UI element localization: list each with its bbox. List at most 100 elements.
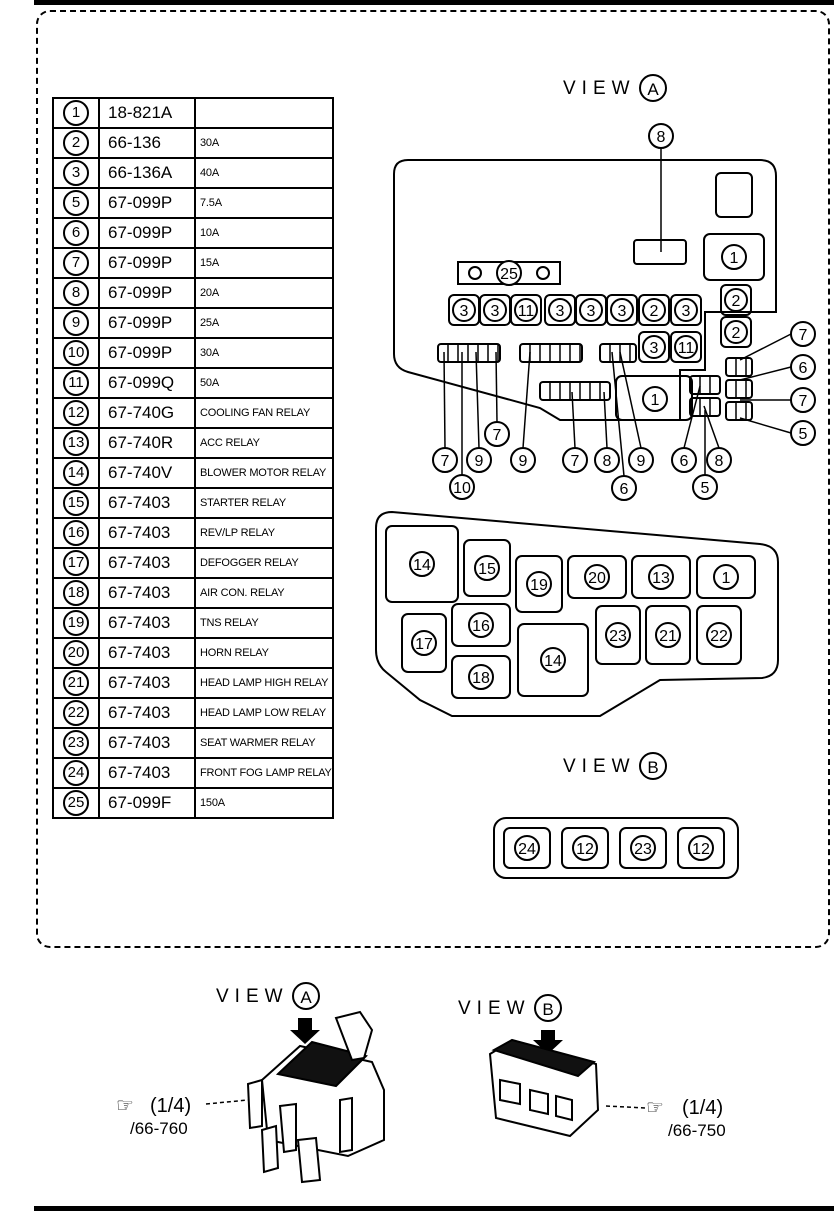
fuse-callout-number: 3 (650, 340, 659, 357)
item-number: 16 (63, 520, 89, 546)
view-b-letter-circle (639, 752, 667, 780)
relay-circle (605, 622, 631, 648)
fuse-callout: 3 (579, 298, 603, 322)
fuse-callout: 2 (724, 288, 748, 312)
relay: 14 (540, 647, 566, 673)
relay-slot (696, 605, 742, 665)
item-number: 21 (63, 670, 89, 696)
mini-fuse-callout-number: 6 (799, 360, 808, 377)
fuse-callout-number: 25 (500, 266, 518, 283)
part-description: 25A (194, 307, 334, 339)
part-number: 67-740G (98, 397, 196, 429)
relay-slot (631, 555, 691, 599)
part-number: 67-099P (98, 217, 196, 249)
fuse-callout-number: 3 (556, 303, 565, 320)
item-number-cell: 3 (52, 157, 100, 189)
item-number-cell: 12 (52, 397, 100, 429)
relay-slot (517, 623, 589, 697)
relay-slot (451, 655, 511, 699)
leader-line (619, 351, 642, 449)
part-number: 67-099F (98, 787, 196, 819)
part-number: 67-7403 (98, 667, 196, 699)
item-number-cell: 7 (52, 247, 100, 279)
relay-b-circle (514, 835, 540, 861)
item-number-cell: 13 (52, 427, 100, 459)
fuse-slot (606, 294, 638, 326)
pointer-hand-icon-b: ☞ (646, 1097, 664, 1119)
part-description: 15A (194, 247, 334, 279)
item-number-cell: 9 (52, 307, 100, 339)
view-a-label: VIEW (563, 78, 636, 99)
mini-fuse-callout-circle (790, 420, 816, 446)
fuse-slot (510, 294, 542, 326)
item-number: 8 (63, 280, 89, 306)
part-number: 67-7403 (98, 547, 196, 579)
relay-slot (401, 613, 447, 673)
view-a-relay-block (375, 510, 779, 717)
illustration-a-label: VIEW (216, 986, 289, 1007)
relay-circle (526, 571, 552, 597)
item-number: 1 (63, 100, 89, 126)
relay-number: 15 (478, 561, 496, 578)
item-number: 3 (63, 160, 89, 186)
fuse-callout-number: 11 (518, 303, 535, 320)
part-description: 150A (194, 787, 334, 819)
mini-fuse-callout-number: 7 (799, 327, 808, 344)
mini-fuse-callout: 7 (790, 321, 816, 347)
leader-line (443, 351, 446, 449)
part-number: 67-7403 (98, 697, 196, 729)
mini-fuse-callout-number: 8 (603, 453, 612, 470)
part-description (194, 97, 334, 129)
item-number-cell: 14 (52, 457, 100, 489)
relay-circle (655, 622, 681, 648)
fuse-callout-number: 3 (587, 303, 596, 320)
fuse-callout-number: 1 (730, 250, 739, 267)
part-number: 67-7403 (98, 517, 196, 549)
leader-line (495, 351, 498, 423)
mini-fuse-callout-number: 6 (620, 481, 629, 498)
item-number: 15 (63, 490, 89, 516)
fuse-callout-circle (724, 288, 748, 312)
fuse-callout: 3 (610, 298, 634, 322)
mini-fuse (519, 343, 583, 363)
part-number: 67-740V (98, 457, 196, 489)
item-number-cell: 19 (52, 607, 100, 639)
item-number-cell: 8 (52, 277, 100, 309)
relay-b-number: 24 (518, 841, 536, 858)
mini-fuse-callout-number: 9 (475, 453, 484, 470)
mini-fuse-callout-circle (790, 321, 816, 347)
fuse-callout-number: 2 (650, 303, 659, 320)
relay-slot (567, 555, 627, 599)
pointer-hand-icon-a: ☞ (116, 1095, 134, 1117)
relay: 19 (526, 571, 552, 597)
part-description: SEAT WARMER RELAY (194, 727, 334, 759)
illustration-a-ref-part: /66-760 (130, 1119, 188, 1138)
relay: 18 (468, 664, 494, 690)
mini-fuse-callout-circle (706, 447, 732, 473)
item-number: 11 (63, 370, 89, 396)
item-number: 24 (63, 760, 89, 786)
item-number-cell: 15 (52, 487, 100, 519)
mini-fuse-callout-circle (671, 447, 697, 473)
view-a-letter: A (647, 80, 659, 99)
fuse-callout-number: 11 (678, 340, 695, 357)
relay: 16 (468, 612, 494, 638)
mini-fuse-callout-circle (562, 447, 588, 473)
illustration-b-label: VIEW (458, 998, 531, 1019)
relay-number: 23 (609, 628, 627, 645)
fuse-callout-circle (483, 298, 507, 322)
relay-number: 13 (652, 570, 670, 587)
relay-b-circle (688, 835, 714, 861)
fuse-25-bolt-left (468, 266, 482, 280)
mini-fuse-callout: 7 (790, 387, 816, 413)
item-number: 12 (63, 400, 89, 426)
fuse-callout: 3 (674, 298, 698, 322)
part-number: 67-099P (98, 187, 196, 219)
relay-circle (648, 564, 674, 590)
relay-b-slot (561, 827, 609, 869)
